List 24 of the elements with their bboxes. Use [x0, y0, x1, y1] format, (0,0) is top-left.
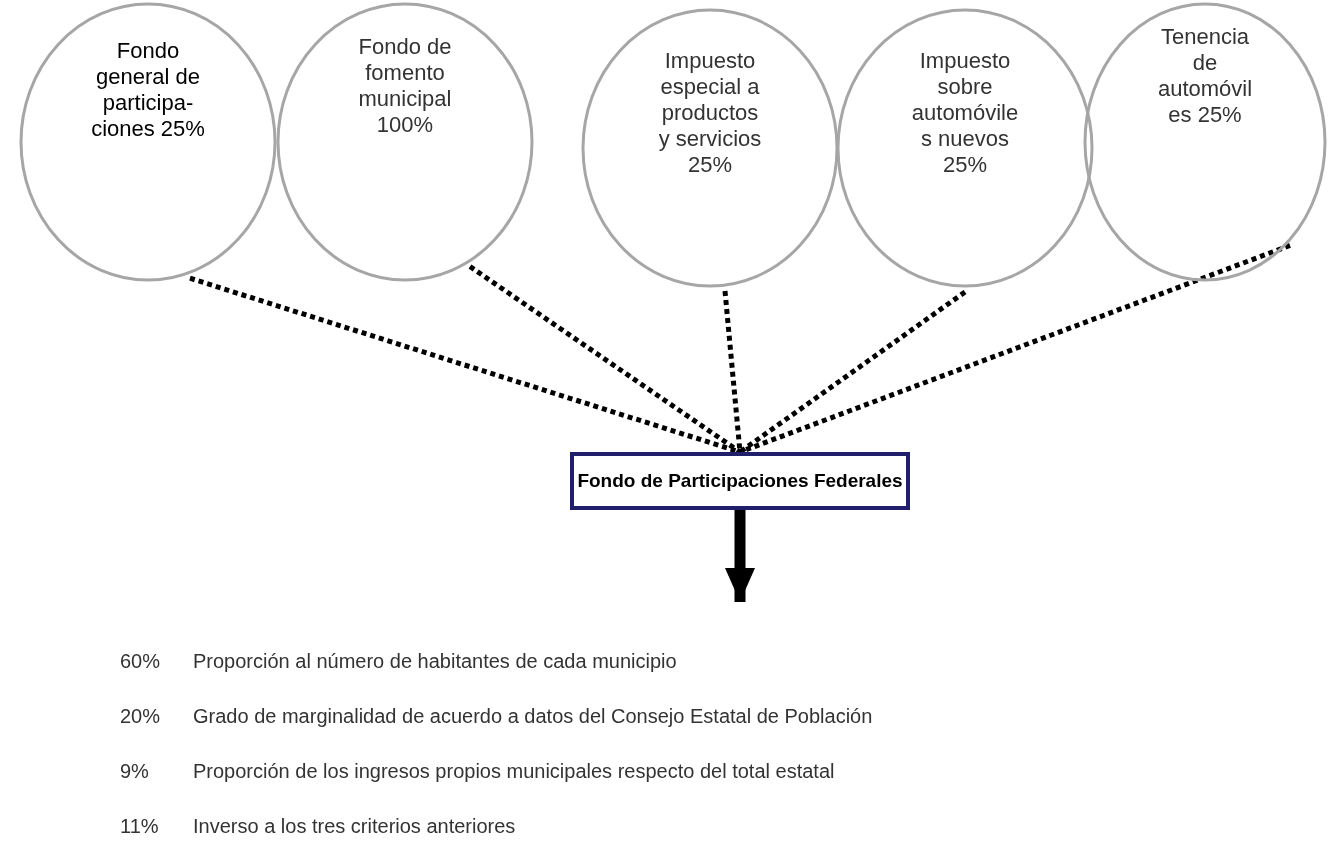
node-text: Fondo de fomento municipal 100%	[357, 34, 453, 138]
node-text: Impuesto sobre automóvile s nuevos 25%	[910, 48, 1020, 178]
dotted-line	[468, 264, 742, 455]
criterion-text: Grado de marginalidad de acuerdo a datos del Consejo Estatal de Población	[193, 705, 873, 728]
percentage-label: 11%	[120, 815, 159, 838]
node-text: Fondo general de participa- ciones 25%	[90, 38, 206, 142]
criterion-text: Proporción al número de habitantes de cada municipio	[193, 650, 677, 673]
circle-node	[276, 2, 534, 282]
criterion-text: Inverso a los tres criterios anteriores	[193, 815, 516, 838]
circle-node	[19, 2, 277, 282]
percentage-label: 60%	[120, 650, 161, 673]
percentage-label: 9%	[120, 760, 149, 783]
dotted-line	[738, 289, 967, 455]
node-text: Fondo de Participaciones Federales	[577, 470, 903, 492]
circle-node	[1083, 2, 1327, 282]
dotted-line	[739, 243, 1291, 455]
node-text: Impuesto especial a productos y servicios 25%	[657, 48, 763, 178]
circle-node	[836, 8, 1094, 288]
percentage-label: 20%	[120, 705, 161, 728]
node-text: Tenencia de automóvil es 25%	[1156, 24, 1254, 128]
circle-node	[581, 8, 839, 288]
arrow	[725, 510, 755, 602]
criterion-text: Proporción de los ingresos propios municipales respecto del total estatal	[193, 760, 835, 783]
process-box	[570, 452, 910, 510]
